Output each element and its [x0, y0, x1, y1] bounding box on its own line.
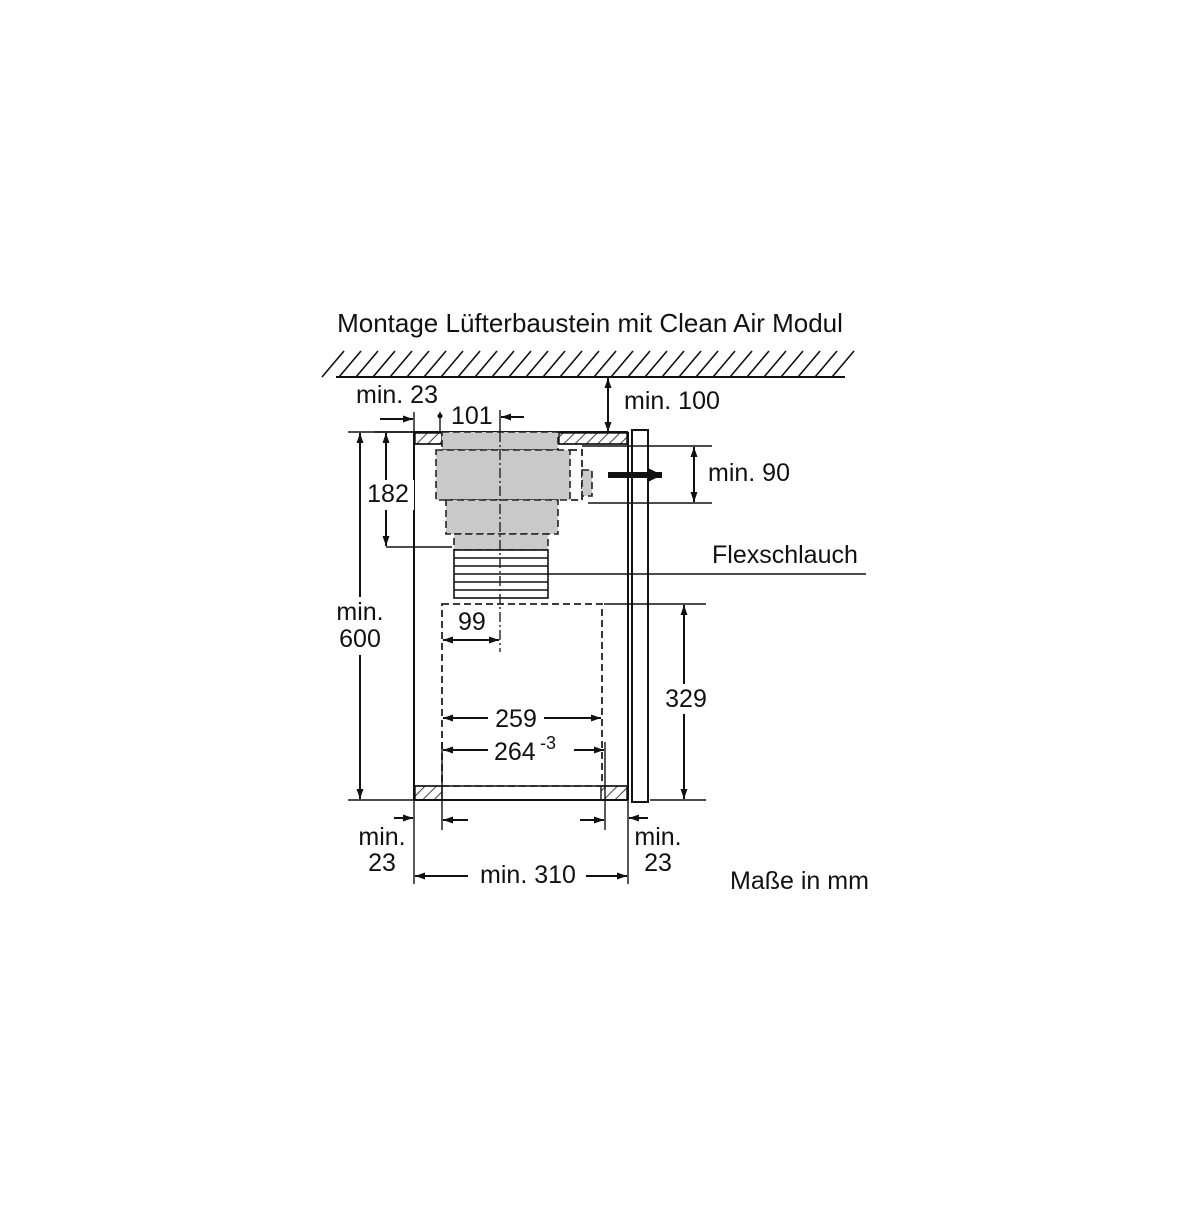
hatch-stroke	[576, 350, 600, 378]
dim-duct-offset: 101	[437, 402, 524, 432]
hatch-stroke	[797, 350, 821, 378]
hatch-stroke	[831, 350, 855, 378]
flex-hose	[453, 549, 549, 599]
label-total-height-2: 600	[339, 625, 381, 653]
dim-frame-width: 264 -3	[441, 730, 606, 830]
label-left-gap-top: min. 23	[356, 381, 438, 409]
hatch-stroke	[678, 350, 702, 378]
bottom-board	[414, 785, 628, 801]
door-panel	[631, 429, 649, 803]
hatch-stroke	[712, 350, 736, 378]
dim-cabinet-width: min. 310	[415, 860, 627, 890]
hatch-stroke	[338, 350, 362, 378]
hatch-stroke	[627, 350, 651, 378]
label-module-height: 329	[665, 685, 707, 713]
hatch-stroke	[542, 350, 566, 378]
hatch-stroke	[746, 350, 770, 378]
flex-hose-callout: Flexschlauch	[548, 541, 866, 575]
drawing-title: Montage Lüfterbaustein mit Clean Air Mod…	[337, 308, 843, 338]
label-cabinet-width: min. 310	[480, 861, 576, 889]
hatch-stroke	[559, 350, 583, 378]
hatch-stroke	[474, 350, 498, 378]
hatch-stroke	[491, 350, 515, 378]
dim-total-height: min. 600	[330, 431, 414, 801]
hatch-stroke	[729, 350, 753, 378]
label-outlet-height: min. 90	[708, 459, 790, 487]
label-total-height-1: min.	[336, 598, 383, 626]
hatch-stroke	[457, 350, 481, 378]
label-top-clearance: min. 100	[624, 387, 720, 415]
hatch-stroke	[321, 350, 345, 378]
hatch-stroke	[355, 350, 379, 378]
dim-inner-width: 259	[443, 704, 601, 733]
hatch-stroke	[389, 350, 413, 378]
label-center-offset: 99	[458, 608, 486, 636]
label-duct-offset: 101	[451, 402, 493, 430]
hatch-stroke	[780, 350, 804, 378]
units-note: Maße in mm	[730, 867, 869, 895]
clean-air-module	[441, 603, 603, 787]
label-bottom-left-2: 23	[368, 849, 396, 877]
hatch-stroke	[593, 350, 617, 378]
dim-center-offset: 99	[443, 608, 499, 644]
dim-left-gap-top: min. 23	[356, 381, 438, 432]
label-bottom-left-1: min.	[358, 823, 405, 851]
label-frame-width: 264	[494, 738, 536, 766]
hatch-stroke	[695, 350, 719, 378]
hatch-stroke	[406, 350, 430, 378]
label-bottom-right-1: min.	[634, 823, 681, 851]
hatch-stroke	[763, 350, 787, 378]
dim-upper-height: 182	[362, 431, 452, 548]
dim-top-clearance: min. 100	[604, 378, 720, 432]
label-bottom-right-2: 23	[644, 849, 672, 877]
hatch-stroke	[423, 350, 447, 378]
fan-unit	[435, 431, 593, 551]
label-inner-width: 259	[495, 705, 537, 733]
hatch-stroke	[508, 350, 532, 378]
dim-outlet-height: min. 90	[582, 445, 790, 504]
ceiling	[321, 350, 855, 378]
hatch-stroke	[610, 350, 634, 378]
label-upper-height: 182	[367, 480, 409, 508]
ceiling-hatch	[321, 350, 855, 378]
label-frame-width-tolerance: -3	[540, 733, 556, 753]
dim-bottom-left-gap: min. 23	[358, 800, 415, 884]
dim-bottom-right-gap: min. 23	[627, 800, 682, 884]
hatch-stroke	[440, 350, 464, 378]
dim-module-height: 329	[604, 603, 712, 801]
label-flex-hose: Flexschlauch	[712, 541, 858, 569]
hatch-stroke	[661, 350, 685, 378]
hatch-stroke	[644, 350, 668, 378]
hatch-stroke	[372, 350, 396, 378]
hatch-stroke	[814, 350, 838, 378]
hatch-stroke	[525, 350, 549, 378]
